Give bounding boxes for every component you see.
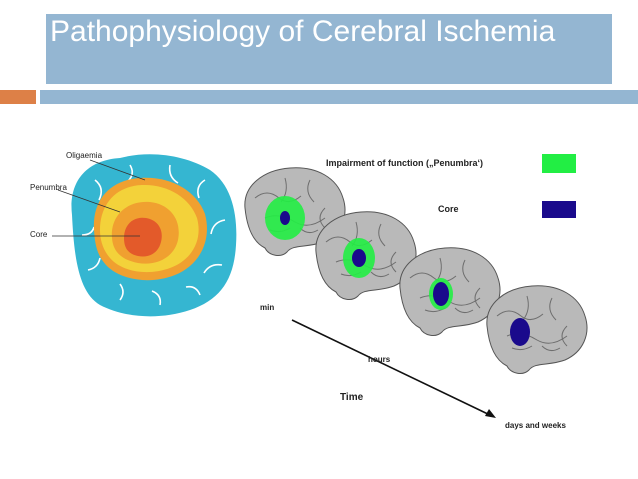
core-region — [124, 217, 162, 257]
brain-2 — [315, 211, 417, 300]
time-label-hours: hours — [368, 355, 391, 364]
legend-penumbra-swatch — [542, 154, 576, 173]
brain-3 — [399, 247, 501, 336]
title-banner — [46, 14, 612, 84]
time-label-days: days and weeks — [505, 421, 566, 430]
accent-bar-orange — [0, 90, 36, 104]
label-leaders — [52, 159, 146, 237]
label-core: Core — [30, 230, 48, 239]
label-penumbra: Penumbra — [30, 183, 67, 192]
brain-sequence — [244, 167, 588, 374]
legend-penumbra-label: Impairment of function („Penumbra‘) — [326, 158, 483, 168]
legend: Impairment of function („Penumbra‘) Core — [326, 154, 576, 218]
brain-1 — [244, 167, 346, 256]
time-axis-title: Time — [340, 392, 364, 403]
slide-title: Pathophysiology of Cerebral Ischemia — [50, 15, 556, 48]
brain-cross-section: Oligaemia Penumbra Core — [30, 151, 237, 317]
time-axis: min hours Time days and weeks — [260, 303, 566, 430]
time-label-min: min — [260, 303, 274, 312]
brain-4 — [486, 285, 588, 374]
accent-bar-blue — [40, 90, 638, 104]
legend-core-swatch — [542, 201, 576, 218]
label-oligaemia: Oligaemia — [66, 151, 103, 160]
legend-core-label: Core — [438, 204, 459, 214]
